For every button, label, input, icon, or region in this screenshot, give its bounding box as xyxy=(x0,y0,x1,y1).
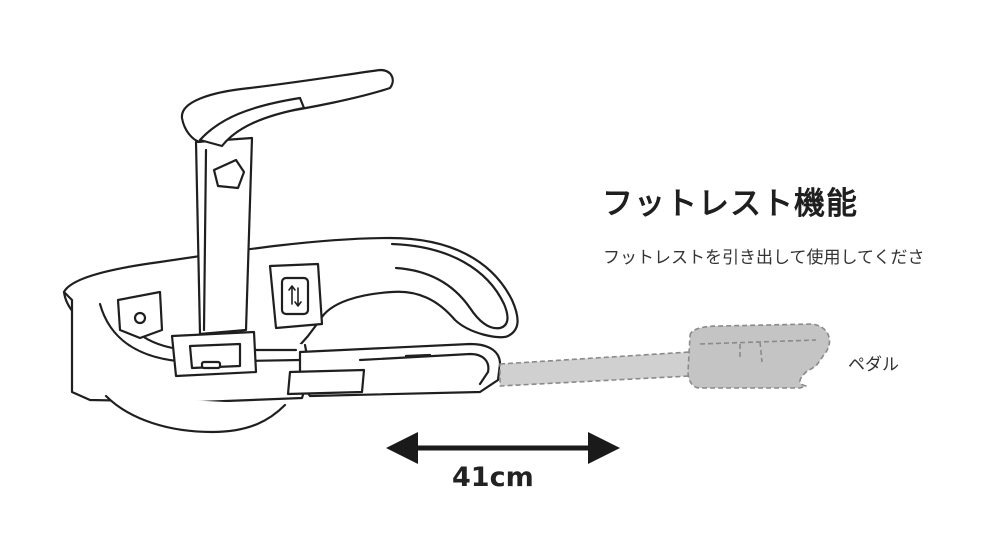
seat-base-pan xyxy=(104,394,287,434)
footrest-pedal xyxy=(687,323,831,389)
arrow-head-left xyxy=(386,432,418,464)
footrest-rail xyxy=(286,368,366,396)
armrest-clamp-inner xyxy=(188,342,242,370)
feature-title: フットレスト機能 xyxy=(602,186,858,222)
chair-illustration xyxy=(62,68,519,434)
double-headed-arrow-icon xyxy=(386,432,620,464)
armrest-clamp xyxy=(170,330,258,378)
clamp-slot xyxy=(200,360,222,370)
seat-depth-arrows xyxy=(288,285,302,307)
feature-description: フットレストを引き出して使用してくださ xyxy=(603,248,925,268)
armrest-height-button xyxy=(212,158,246,190)
bracket-screw xyxy=(133,311,147,325)
extension-length: 41cm xyxy=(452,462,534,493)
extended-footrest xyxy=(499,323,831,389)
footrest-slot xyxy=(404,353,432,358)
arrow-head-right xyxy=(588,432,620,464)
armrest-post-edge xyxy=(202,148,208,332)
seat-depth-button xyxy=(280,276,310,316)
footrest-extension-bar xyxy=(499,351,691,387)
armrest-support xyxy=(198,96,306,148)
footrest-pedal-edge xyxy=(699,339,817,363)
footrest-housing-inner xyxy=(358,352,490,386)
pedal-label: ペダル xyxy=(848,355,899,375)
seat-front-roll xyxy=(390,242,509,330)
